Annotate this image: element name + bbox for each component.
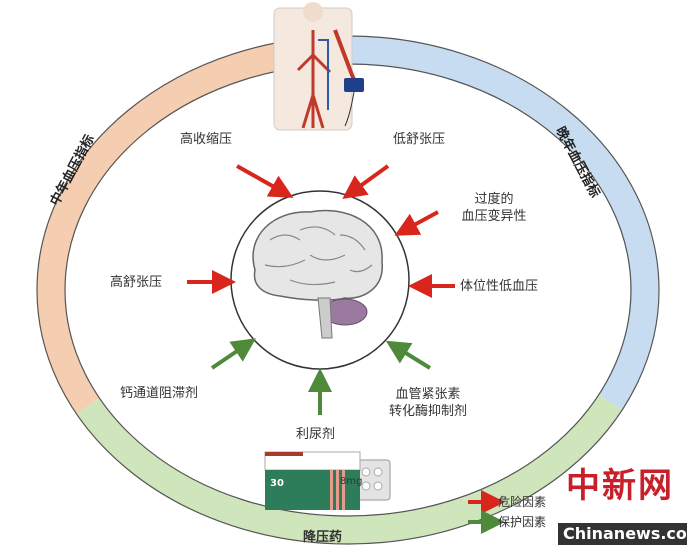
protective-label: 钙通道阻滞剂 [120, 386, 199, 401]
protective-label-line: 血管紧张素 [395, 387, 461, 402]
risk-label: 低舒张压 [393, 132, 446, 147]
pill-dose: 8mg [340, 476, 363, 487]
risk-arrow [236, 164, 294, 198]
risk-label: 过度的血压变异性 [449, 191, 539, 225]
protective-label-line: 转化酶抑制剂 [388, 404, 467, 419]
risk-arrow [342, 164, 390, 200]
ring-late-life-segment [347, 36, 659, 410]
human-circulation-icon [273, 2, 364, 131]
pill-count: 30 [270, 478, 284, 489]
risk-arrow [394, 210, 439, 236]
risk-label: 体位性低血压 [460, 279, 539, 294]
pill-box-icon [264, 451, 391, 510]
protective-label: 利尿剂 [296, 427, 336, 442]
risk-label-line: 血压变异性 [461, 209, 527, 224]
legend-risk-label: 危险因素 [498, 495, 547, 509]
ring-midlife-segment [37, 36, 349, 414]
protective-label: 血管紧张素转化酶抑制剂 [383, 386, 473, 420]
risk-label: 高收缩压 [180, 132, 233, 147]
risk-label: 高舒张压 [110, 275, 163, 290]
watermark-site: Chinanews.com [558, 523, 687, 545]
protective-arrow [385, 340, 432, 370]
brain-icon [252, 209, 383, 339]
ring-drugs-segment [76, 394, 622, 544]
legend-protective-label: 保护因素 [498, 515, 547, 529]
risk-label-line: 过度的 [474, 192, 514, 207]
antihypertensive-label: 降压药 [303, 530, 343, 545]
watermark-logo: 中新网 [566, 466, 674, 506]
protective-arrow [210, 338, 256, 370]
